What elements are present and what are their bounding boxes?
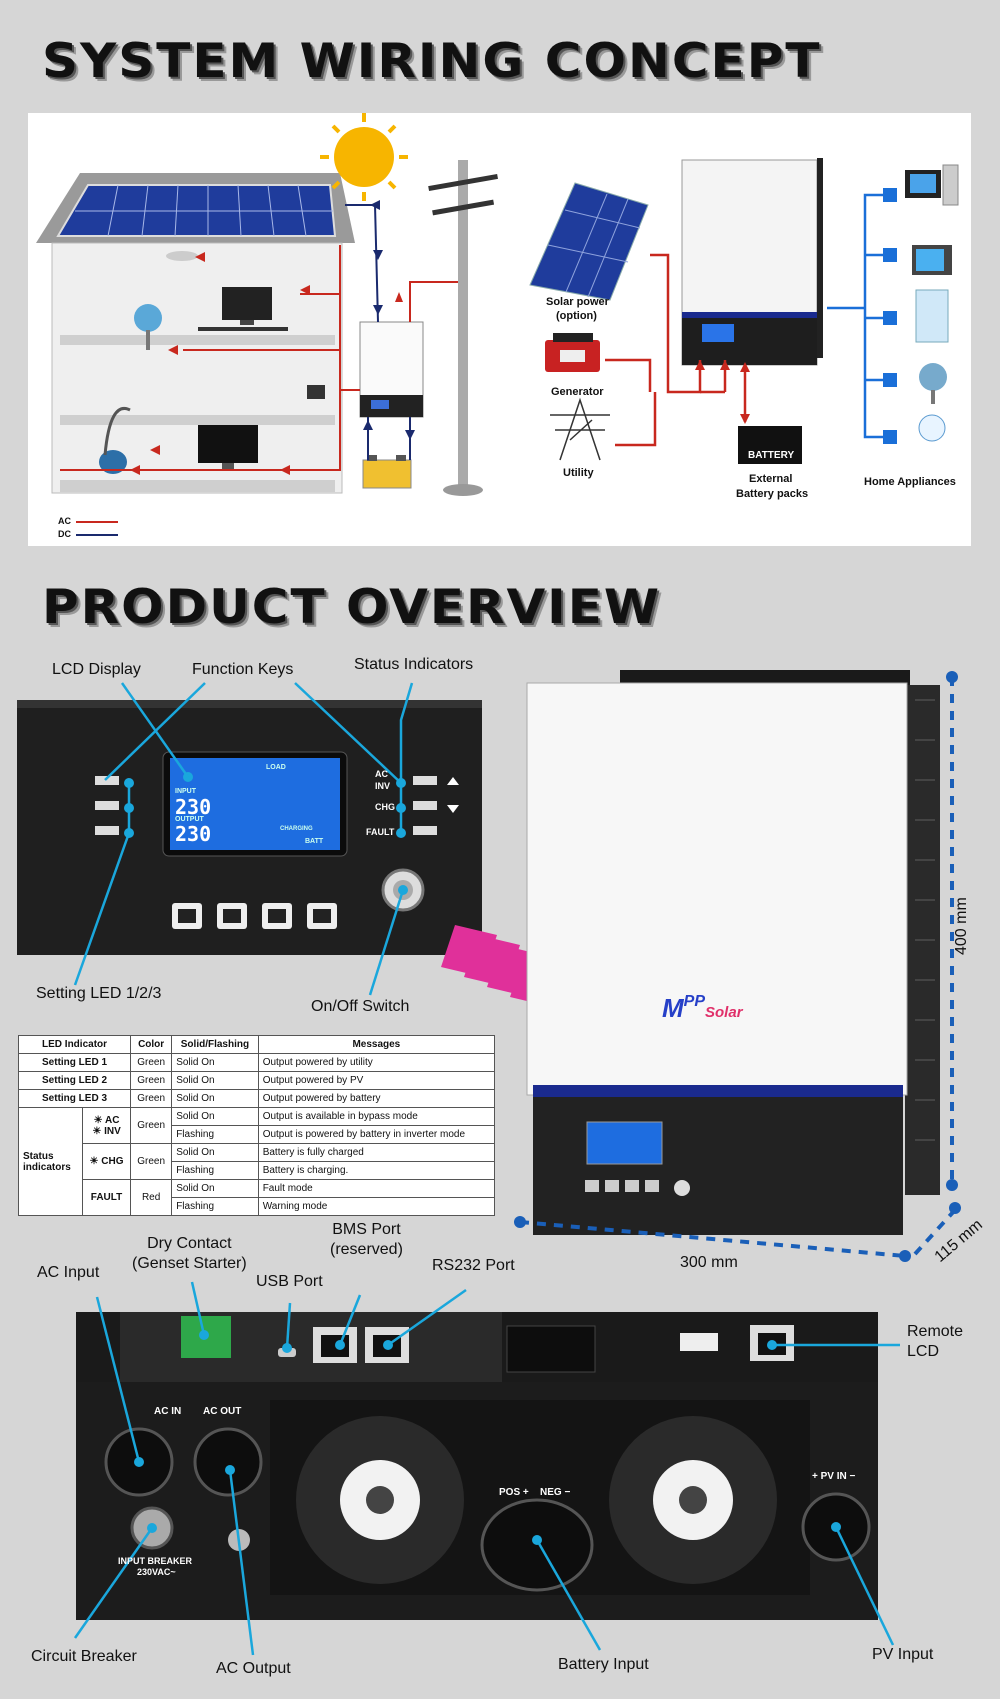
callout-rs232-port: RS232 Port	[432, 1257, 515, 1274]
bottom-panel	[76, 1312, 878, 1620]
brand-logo: MPPSolar	[662, 993, 743, 1024]
panel-fault-text: FAULT	[366, 827, 395, 837]
dim-height: 400 mm	[953, 897, 970, 955]
table-row: Flashing Output is powered by battery in…	[19, 1125, 496, 1144]
acinv-cell: ☀ AC☀ INV	[81, 1107, 132, 1144]
legend-dc-label: DC	[58, 529, 71, 539]
panel-inv-text: INV	[375, 781, 391, 791]
label-utility: Utility	[563, 467, 594, 479]
panel-ac-text: AC	[375, 769, 388, 779]
bottom-input-breaker: INPUT BREAKER	[118, 1556, 193, 1566]
front-panel-closeup	[17, 700, 482, 955]
label-battery-packs: Battery packs	[736, 488, 809, 500]
system-illustration	[76, 158, 959, 536]
led-indicator-table: LED Indicator Color Solid/Flashing Messa…	[17, 1035, 496, 1216]
fault-cell: FAULT	[81, 1179, 132, 1216]
bottom-neg: NEG −	[540, 1487, 571, 1498]
lcd-load-text: LOAD	[266, 764, 286, 771]
callout-status-indicators: Status Indicators	[354, 656, 474, 673]
callout-usb-port: USB Port	[256, 1273, 323, 1290]
chg-cell: ☀ CHG	[81, 1143, 132, 1180]
lcd-charging-text: CHARGING	[280, 826, 313, 832]
label-external: External	[749, 473, 793, 485]
brand-m: M	[662, 993, 684, 1023]
th-led: LED Indicator	[17, 1035, 132, 1054]
bottom-pv-in: + PV IN −	[812, 1471, 856, 1482]
table-row: Flashing Battery is charging.	[19, 1161, 496, 1180]
callout-ac-output: AC Output	[216, 1660, 291, 1677]
lcd-batt-text: BATT	[305, 838, 324, 845]
section-title-overview: PRODUCT OVERVIEW	[42, 579, 662, 635]
th-messages: Messages	[257, 1035, 496, 1054]
section-title-wiring: SYSTEM WIRING CONCEPT	[42, 33, 822, 89]
dimension-lines	[519, 677, 957, 1258]
brand-pp: PP	[683, 993, 706, 1010]
callout-ac-input: AC Input	[37, 1264, 100, 1281]
callout-setting-led: Setting LED 1/2/3	[36, 985, 162, 1002]
panel-chg-text: CHG	[375, 802, 395, 812]
dim-width: 300 mm	[680, 1254, 738, 1271]
bottom-ac-in: AC IN	[154, 1406, 182, 1417]
callout-battery-input: Battery Input	[558, 1656, 649, 1673]
house-illustration	[36, 113, 498, 496]
table-row: FAULT Red Solid On Fault mode	[19, 1179, 496, 1216]
label-battery-box: BATTERY	[748, 450, 795, 461]
bottom-volt: 230VAC~	[137, 1567, 176, 1577]
callout-lines	[73, 682, 900, 1656]
table-row: Setting LED 3 Green Solid On Output powe…	[17, 1089, 496, 1108]
callout-bms-port: BMS Port(reserved)	[330, 1221, 403, 1258]
lcd-reading-1: 230	[175, 795, 212, 819]
callout-dry-contact: Dry Contact(Genset Starter)	[132, 1235, 247, 1272]
callout-pv-input: PV Input	[872, 1646, 934, 1663]
callout-lcd-display: LCD Display	[52, 661, 141, 678]
bottom-pos: POS +	[499, 1487, 529, 1498]
label-home-appliances: Home Appliances	[864, 476, 956, 488]
th-state: Solid/Flashing	[171, 1035, 259, 1054]
lcd-output-text: OUTPUT	[175, 816, 204, 823]
table-row: Setting LED 2 Green Solid On Output powe…	[17, 1071, 496, 1090]
label-generator: Generator	[551, 386, 604, 398]
lcd-input-text: INPUT	[175, 788, 196, 795]
bottom-ac-out: AC OUT	[203, 1406, 242, 1417]
callout-circuit-breaker: Circuit Breaker	[31, 1648, 137, 1665]
table-row: Flashing Warning mode	[19, 1197, 496, 1216]
th-color: Color	[130, 1035, 173, 1054]
label-solar-option: (option)	[556, 310, 597, 322]
inverter-unit	[526, 670, 940, 1235]
callout-function-keys: Function Keys	[192, 661, 294, 678]
legend-ac-label: AC	[58, 516, 71, 526]
callout-onoff-switch: On/Off Switch	[311, 998, 410, 1015]
label-solar-power: Solar power	[546, 296, 609, 308]
table-row: ☀ CHG Green Solid On Battery is fully ch…	[19, 1143, 496, 1180]
brand-solar: Solar	[705, 1004, 743, 1021]
table-row: Setting LED 1 Green Solid On Output powe…	[17, 1053, 496, 1072]
lcd-reading-2: 230	[175, 822, 212, 846]
